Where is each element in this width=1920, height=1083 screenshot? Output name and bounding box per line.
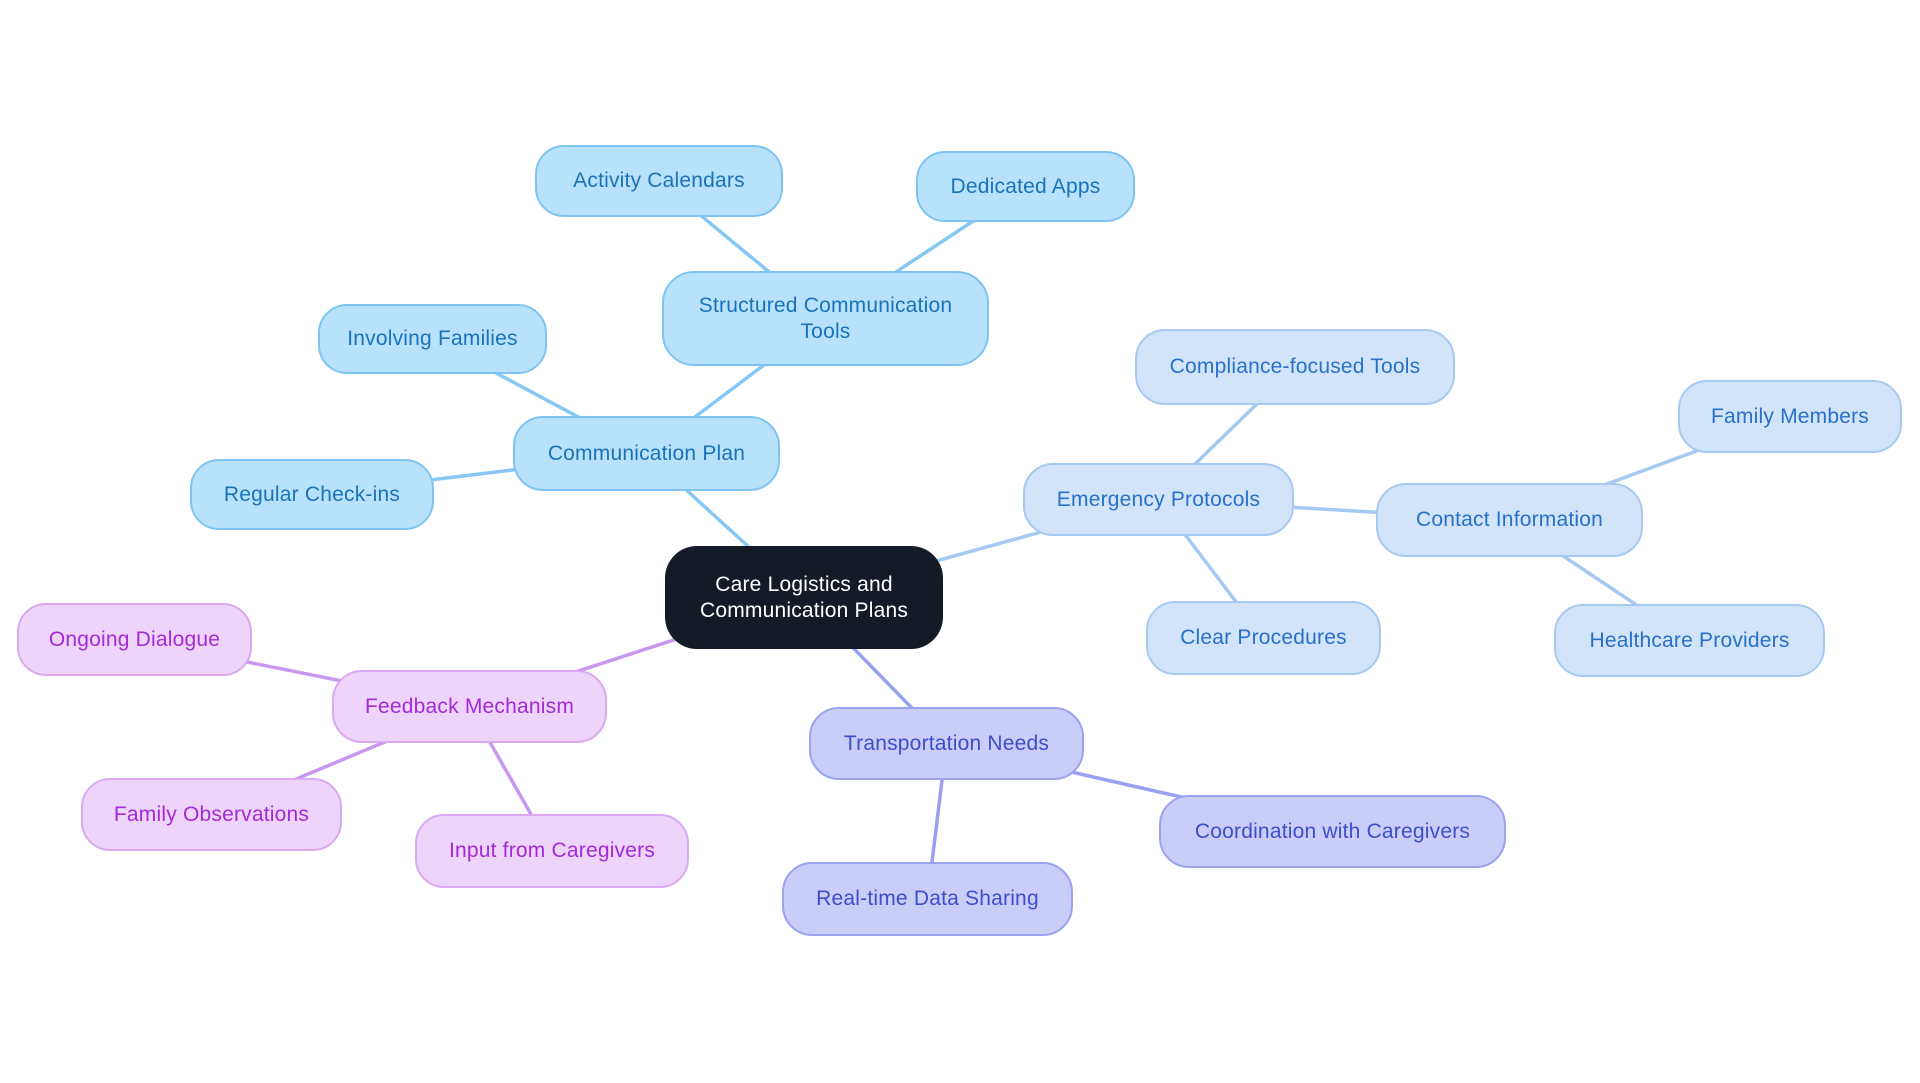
node-activity-calendars[interactable]: Activity Calendars	[535, 145, 783, 217]
node-compliance-focused-tools[interactable]: Compliance-focused Tools	[1135, 329, 1455, 405]
node-input-from-caregivers[interactable]: Input from Caregivers	[415, 814, 689, 888]
node-label: Family Observations	[113, 802, 310, 826]
node-feedback-mechanism[interactable]: Feedback Mechanism	[332, 670, 607, 743]
node-communication-plan[interactable]: Communication Plan	[513, 416, 780, 491]
node-label: Clear Procedures	[1180, 626, 1347, 650]
node-dedicated-apps[interactable]: Dedicated Apps	[916, 151, 1135, 222]
node-label: Regular Check-ins	[223, 482, 401, 506]
node-structured-communication-tools[interactable]: Structured Communication Tools	[662, 271, 989, 366]
node-label: Activity Calendars	[573, 169, 745, 193]
node-label: Healthcare Providers	[1589, 628, 1790, 652]
node-label: Dedicated Apps	[950, 174, 1101, 198]
node-label: Communication Plan	[547, 441, 746, 465]
node-contact-information[interactable]: Contact Information	[1376, 483, 1643, 557]
node-label: Real-time Data Sharing	[816, 887, 1039, 911]
node-label: Coordination with Caregivers	[1194, 819, 1471, 843]
node-family-observations[interactable]: Family Observations	[81, 778, 342, 851]
node-label: Feedback Mechanism	[364, 694, 575, 718]
node-label: Family Members	[1711, 404, 1869, 428]
node-label: Structured Communication Tools	[698, 293, 953, 343]
node-label: Involving Families	[347, 327, 518, 351]
node-emergency-protocols[interactable]: Emergency Protocols	[1023, 463, 1294, 536]
node-label: Compliance-focused Tools	[1169, 355, 1421, 379]
node-coordination-with-caregivers[interactable]: Coordination with Caregivers	[1159, 795, 1506, 868]
node-label: Care Logistics and Communication Plans	[699, 572, 909, 622]
node-label: Emergency Protocols	[1056, 487, 1261, 511]
node-involving-families[interactable]: Involving Families	[318, 304, 547, 374]
node-real-time-data-sharing[interactable]: Real-time Data Sharing	[782, 862, 1073, 936]
node-ongoing-dialogue[interactable]: Ongoing Dialogue	[17, 603, 252, 676]
node-regular-check-ins[interactable]: Regular Check-ins	[190, 459, 434, 530]
node-label: Transportation Needs	[843, 731, 1050, 755]
node-label: Contact Information	[1415, 508, 1604, 532]
node-clear-procedures[interactable]: Clear Procedures	[1146, 601, 1381, 675]
node-label: Ongoing Dialogue	[48, 627, 221, 651]
node-label: Input from Caregivers	[448, 839, 656, 863]
node-healthcare-providers[interactable]: Healthcare Providers	[1554, 604, 1825, 677]
node-family-members[interactable]: Family Members	[1678, 380, 1902, 453]
node-central[interactable]: Care Logistics and Communication Plans	[665, 546, 943, 649]
node-transportation-needs[interactable]: Transportation Needs	[809, 707, 1084, 780]
